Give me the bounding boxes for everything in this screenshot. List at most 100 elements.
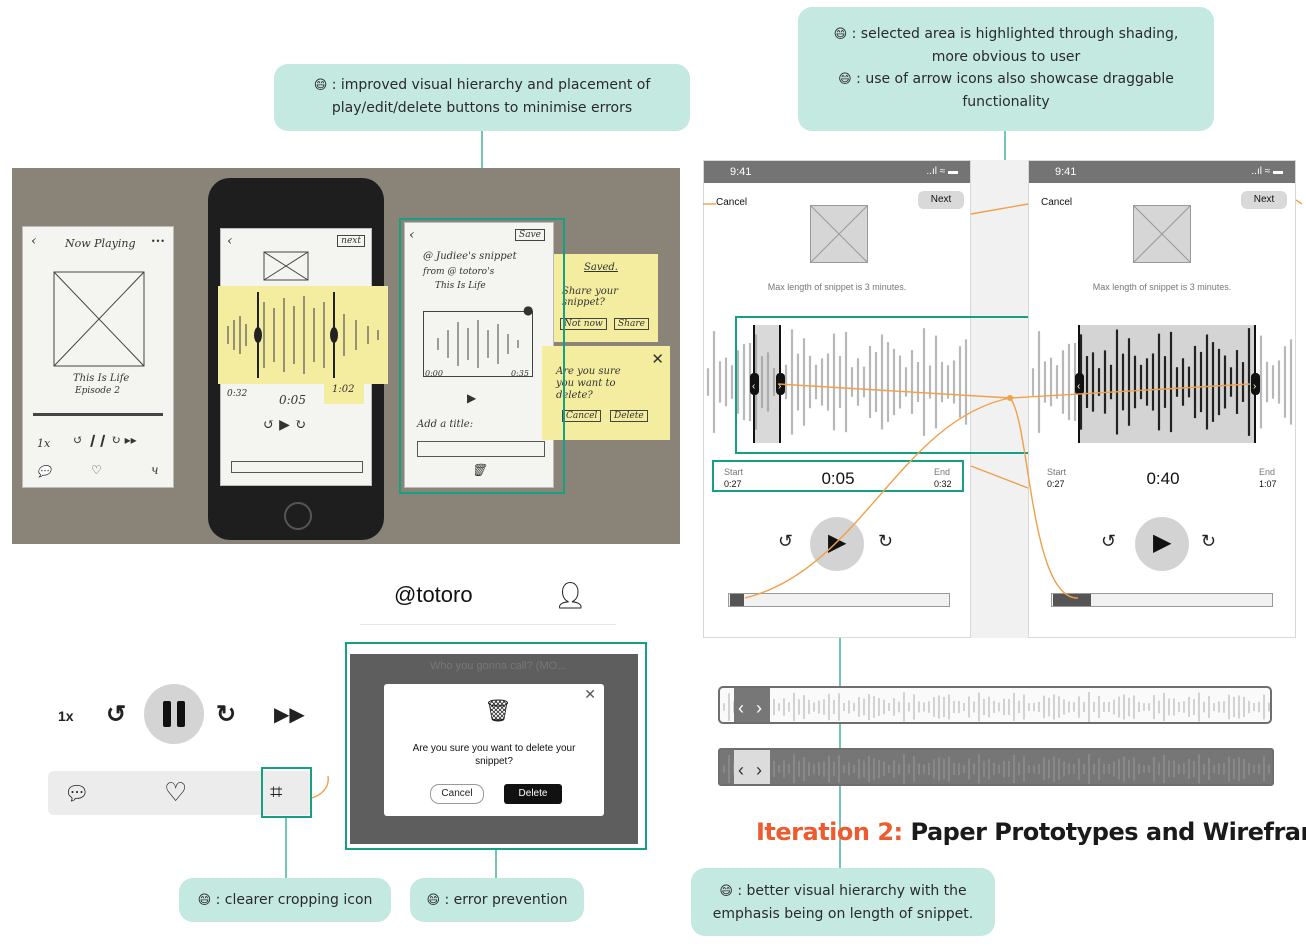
note-snippet-length: 😄 : better visual hierarchy with the emp… [691, 868, 995, 936]
status-time: 9:41 [1055, 166, 1077, 178]
sketch-wave-box [423, 311, 533, 377]
sketch-comment-icon: 💬 [37, 465, 51, 478]
profile-handle[interactable]: @totoro [394, 582, 473, 607]
sketch-share: Share [614, 318, 649, 330]
album-art-sketch [263, 251, 309, 281]
delete-button[interactable]: Delete [504, 784, 562, 804]
delete-question: Are you sure you want to delete your sni… [412, 743, 576, 767]
next-button[interactable]: Next [918, 191, 964, 209]
grin-emoji-icon: 😄 [833, 27, 848, 42]
signal-icon: ..ıl ≈ ▬ [1251, 166, 1283, 177]
svg-text:›: › [756, 698, 762, 718]
iteration-subtitle: Paper Prototypes and Wireframes [910, 818, 1306, 846]
note-text: : error prevention [444, 892, 568, 908]
svg-text:›: › [756, 760, 762, 780]
grin-emoji-icon: 😄 [426, 893, 441, 908]
sketch-time-c: 1:02 [332, 384, 355, 395]
fast-forward-icon[interactable]: ▶▶ [274, 704, 305, 726]
back-arrow-icon: ‹ [409, 227, 415, 243]
sketch-not-now: Not now [560, 318, 607, 330]
skip-back-icon[interactable]: ↺ [106, 701, 127, 728]
status-bar: 9:41 ..ıl ≈ ▬ [704, 161, 970, 183]
skip-back-icon[interactable]: ↺ [1101, 531, 1117, 551]
timeline-strip[interactable] [728, 593, 950, 607]
home-button [284, 502, 312, 530]
svg-text:‹: ‹ [752, 381, 755, 392]
more-icon: ••• [150, 237, 165, 246]
speed-button[interactable]: 1x [58, 708, 74, 724]
max-length-hint: Max length of snippet is 3 minutes. [1092, 282, 1232, 292]
cancel-button[interactable]: Cancel [716, 197, 748, 208]
dialog-backdrop: Who you gonna call? (MO... ✕ 🗑︎ Are you … [350, 654, 638, 844]
sketch-end: 0:35 [511, 369, 529, 378]
sticky-waveform [218, 286, 388, 384]
end-value: 0:32 [934, 479, 952, 489]
sketch-time-a: 0:32 [227, 389, 248, 399]
note-text: : selected area is highlighted through s… [851, 26, 1179, 65]
header-divider [360, 624, 616, 625]
cancel-button[interactable]: Cancel [430, 784, 484, 804]
waveform-strip-dark[interactable]: ‹› [718, 748, 1274, 786]
close-icon: ✕ [651, 350, 664, 368]
back-arrow-icon: ‹ [227, 233, 233, 249]
waveform-right[interactable]: ‹ › [1029, 319, 1295, 445]
crop-icon[interactable]: ⌗ [270, 779, 283, 804]
comment-icon[interactable]: 💬︎ [64, 783, 90, 805]
sketch-delete-prompt: Are you sure you want to delete? [556, 366, 621, 401]
play-icon: ▶ [1153, 529, 1172, 556]
highlight-crop-icon [261, 767, 312, 818]
sketch-now-playing-screen: ‹ Now Playing ••• This Is Life Episode 2… [22, 226, 174, 488]
cancel-button[interactable]: Cancel [1041, 197, 1073, 208]
wireframe-left: 9:41 ..ıl ≈ ▬ Cancel Next Max length of … [703, 160, 971, 638]
start-value: 0:27 [1047, 479, 1065, 489]
signal-icon: ..ıl ≈ ▬ [926, 166, 958, 177]
grin-emoji-icon: 😄 [719, 884, 733, 899]
svg-text:‹: ‹ [738, 698, 744, 718]
end-label: End [934, 467, 951, 477]
pause-button[interactable] [144, 684, 204, 744]
sketch-speed: 1x [37, 437, 51, 450]
play-button[interactable] [1135, 517, 1189, 571]
note-text: : use of arrow icons also showcase dragg… [856, 71, 1174, 110]
sketch-snippet-text: This Is Life [435, 281, 486, 291]
play-button[interactable] [810, 517, 864, 571]
sketch-episode-title: This Is Life [73, 373, 130, 384]
heart-icon[interactable]: ♡ [164, 777, 188, 807]
sketch-controls-icon: ↺ ❙❙ ↻ ▸▸ [73, 433, 137, 447]
close-icon[interactable]: ✕ [584, 686, 596, 702]
note-selected-area: 😄 : selected area is highlighted through… [798, 7, 1214, 131]
timeline-handle[interactable] [1053, 594, 1091, 606]
next-button[interactable]: Next [1241, 191, 1287, 209]
highlight-dialog [345, 642, 647, 850]
skip-forward-icon[interactable]: ↻ [1201, 531, 1217, 551]
note-error-prevention: 😄 : error prevention [410, 878, 584, 922]
timeline-strip[interactable] [1051, 593, 1273, 607]
skip-forward-icon[interactable]: ↻ [878, 531, 894, 551]
sketch-add-title: Add a title: [417, 419, 474, 430]
waveform-strip-light[interactable]: ‹› [718, 686, 1272, 724]
start-label: Start [724, 467, 744, 477]
note-visual-hierarchy: 😄 : improved visual hierarchy and placem… [274, 64, 690, 131]
sketch-saved-title: Saved. [584, 262, 618, 273]
wireframe-gap [971, 160, 1028, 638]
note-text: : clearer cropping icon [215, 892, 373, 908]
album-art-placeholder [1133, 205, 1191, 263]
timeline-handle[interactable] [730, 594, 744, 606]
sketch-title-input [417, 441, 545, 457]
skip-back-icon[interactable]: ↺ [778, 531, 794, 551]
waveform-left[interactable]: ‹ › [704, 319, 970, 445]
highlight-duration [712, 460, 964, 492]
status-bar: 9:41 ..ıl ≈ ▬ [1029, 161, 1295, 183]
svg-text:‹: ‹ [1077, 381, 1080, 392]
snippet-duration: 0:40 [1146, 469, 1180, 488]
sketch-next-button: next [337, 235, 365, 247]
skip-forward-icon[interactable]: ↻ [216, 701, 237, 728]
grin-emoji-icon: 😄 [313, 78, 328, 93]
add-user-icon[interactable]: 👤︎ [554, 580, 588, 610]
end-label: End [1259, 467, 1276, 477]
sketch-title: Now Playing [65, 237, 136, 250]
paper-prototype-photo: ‹ Now Playing ••• This Is Life Episode 2… [12, 168, 680, 544]
grin-emoji-icon: 😄 [197, 893, 212, 908]
album-art-placeholder [810, 205, 868, 263]
